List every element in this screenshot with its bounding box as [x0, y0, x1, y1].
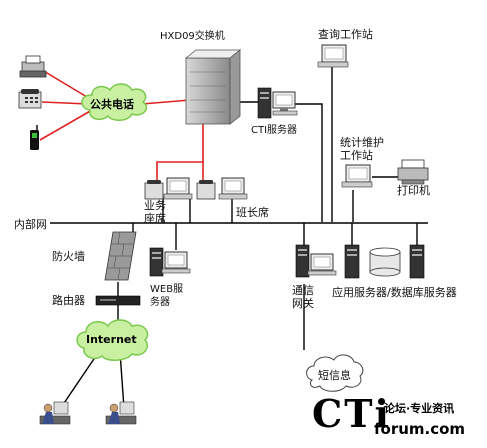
telephone-icon [18, 89, 42, 109]
database-icon [369, 247, 401, 277]
network-links [50, 66, 428, 413]
internet-user-2-icon [105, 401, 137, 425]
watermark-logo-url: forum.com [374, 420, 466, 438]
agent-seats-label-line2: 座席 [144, 212, 166, 225]
gateway-icon [295, 244, 337, 278]
watermark-logo-mark: CTi [312, 391, 391, 436]
web-server-label-line1: WEB服 [150, 284, 184, 295]
cti-server-label: CTI服务器 [251, 125, 298, 136]
sms-cloud [306, 354, 364, 392]
watermark-logo-tagline: 论坛·专业资讯 [384, 402, 455, 415]
query-workstation-icon [317, 44, 349, 68]
gateway-label-line2: 网关 [292, 297, 314, 310]
switch-cabinet [184, 49, 242, 125]
stats-workstation-icon [341, 164, 373, 188]
stats-station-label-line2: 工作站 [340, 149, 373, 162]
switch-label: HXD09交换机 [160, 31, 225, 42]
internet-cloud [76, 319, 149, 361]
fax-icon [19, 55, 47, 78]
firewall-label: 防火墙 [52, 250, 85, 263]
agent-seat-computer-1 [144, 177, 193, 200]
agent-seats-label-line1: 业务 [144, 199, 166, 212]
sms-cloud-label: 短信息 [318, 369, 351, 382]
cti-server-icon [257, 87, 298, 119]
phone-links [39, 69, 204, 183]
app-server-icon [344, 244, 360, 279]
stats-station-label-line1: 统计维护 [340, 136, 384, 149]
public-phone-cloud [81, 83, 148, 121]
public-phone-cloud-label: 公共电话 [90, 98, 134, 111]
web-server-label-line2: 务器 [150, 297, 170, 308]
internet-cloud-label: Internet [86, 333, 137, 346]
internet-user-1-icon [39, 401, 71, 425]
mobile-phone-icon [30, 125, 39, 150]
router-icon [95, 295, 141, 306]
web-server-icon [149, 247, 191, 277]
lan-label: 内部网 [14, 218, 47, 231]
printer-icon [397, 159, 429, 185]
router-label: 路由器 [52, 294, 85, 307]
supervisor-seat-label: 班长席 [236, 206, 269, 219]
app-db-servers-label: 应用服务器/数据库服务器 [332, 286, 457, 299]
printer-label: 打印机 [397, 184, 430, 197]
firewall-icon [104, 231, 137, 281]
agent-seat-computer-2 [196, 177, 248, 200]
query-station-label: 查询工作站 [318, 28, 373, 41]
db-server-icon [409, 244, 425, 279]
gateway-label-line1: 通信 [292, 284, 314, 297]
